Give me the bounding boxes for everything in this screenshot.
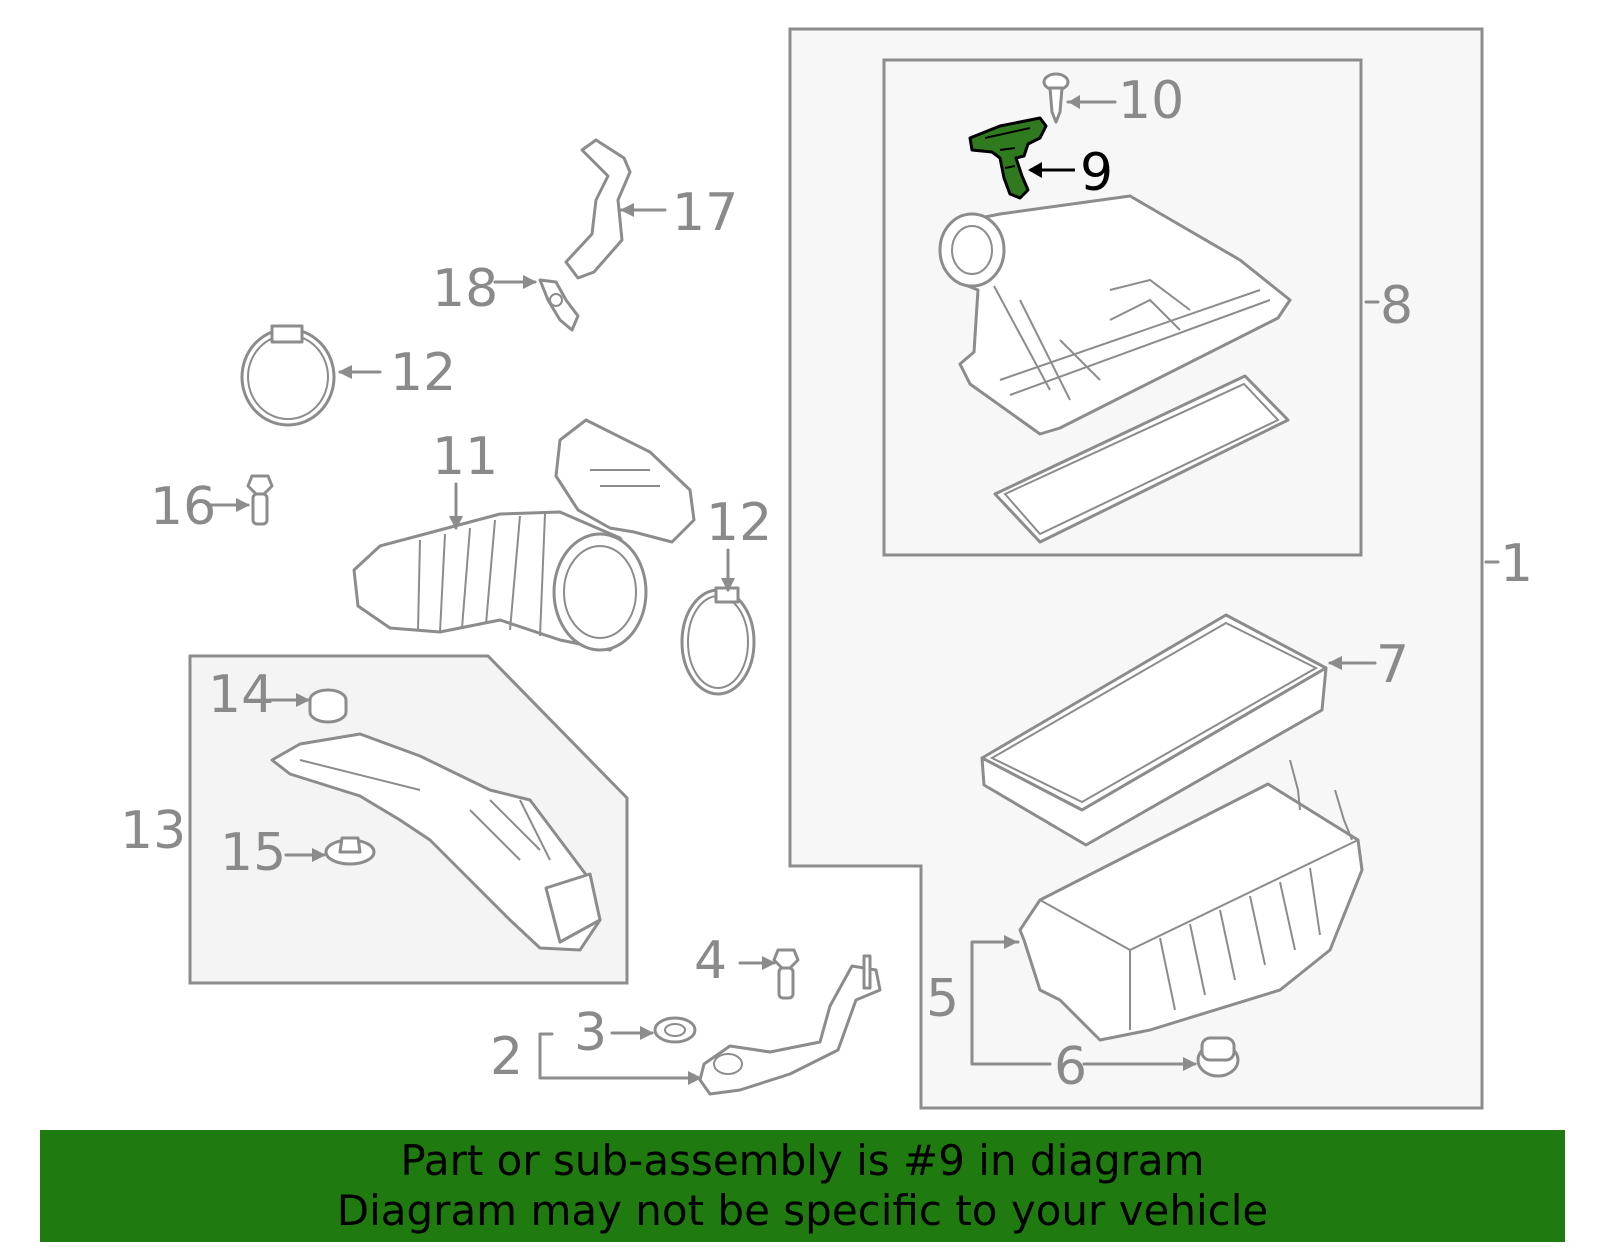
part-8-upper-housing[interactable] bbox=[938, 194, 1292, 436]
callout-12-right: 12 bbox=[706, 493, 772, 553]
part-17-hose[interactable] bbox=[564, 138, 632, 280]
part-2-bracket[interactable] bbox=[698, 954, 882, 1096]
callout-8: 8 bbox=[1380, 276, 1413, 336]
callout-14: 14 bbox=[208, 665, 274, 725]
callout-15: 15 bbox=[220, 823, 286, 883]
part-12-clamp-top[interactable] bbox=[240, 324, 336, 427]
part-12-clamp-right[interactable] bbox=[680, 586, 756, 696]
callout-11: 11 bbox=[432, 427, 498, 487]
part-11-duct[interactable] bbox=[352, 418, 696, 652]
part-18-clamp[interactable] bbox=[538, 278, 580, 332]
callout-13: 13 bbox=[120, 801, 186, 861]
callout-17: 17 bbox=[672, 183, 738, 243]
callout-3: 3 bbox=[574, 1003, 607, 1063]
part-5-lower-housing[interactable] bbox=[1018, 759, 1364, 1042]
info-banner: Part or sub-assembly is #9 in diagram Di… bbox=[40, 1130, 1565, 1242]
banner-line-2: Diagram may not be specific to your vehi… bbox=[336, 1186, 1269, 1235]
part-7-filter[interactable] bbox=[980, 613, 1328, 847]
callout-18: 18 bbox=[432, 259, 498, 319]
callout-6: 6 bbox=[1054, 1037, 1087, 1097]
part-8-gasket[interactable] bbox=[993, 374, 1290, 544]
part-15-grommet[interactable] bbox=[324, 836, 376, 866]
callout-12-top: 12 bbox=[390, 343, 456, 403]
callout-7: 7 bbox=[1376, 635, 1409, 695]
callout-16: 16 bbox=[150, 477, 216, 537]
part-10-screw[interactable] bbox=[1042, 72, 1070, 124]
part-13-inlet-duct[interactable] bbox=[270, 732, 602, 952]
callout-5: 5 bbox=[926, 969, 959, 1029]
part-16-bolt[interactable] bbox=[246, 474, 274, 526]
banner-line-1: Part or sub-assembly is #9 in diagram bbox=[400, 1136, 1205, 1185]
callout-4: 4 bbox=[694, 931, 727, 991]
part-6-cap[interactable] bbox=[1196, 1036, 1240, 1078]
part-9-sensor[interactable] bbox=[968, 116, 1048, 200]
part-4-bolt[interactable] bbox=[772, 948, 800, 1000]
callout-10: 10 bbox=[1118, 71, 1184, 131]
part-14-grommet[interactable] bbox=[308, 688, 348, 724]
callout-9: 9 bbox=[1080, 143, 1113, 203]
callout-2: 2 bbox=[490, 1027, 523, 1087]
callout-1: 1 bbox=[1500, 534, 1533, 594]
part-3-grommet[interactable] bbox=[653, 1016, 697, 1044]
